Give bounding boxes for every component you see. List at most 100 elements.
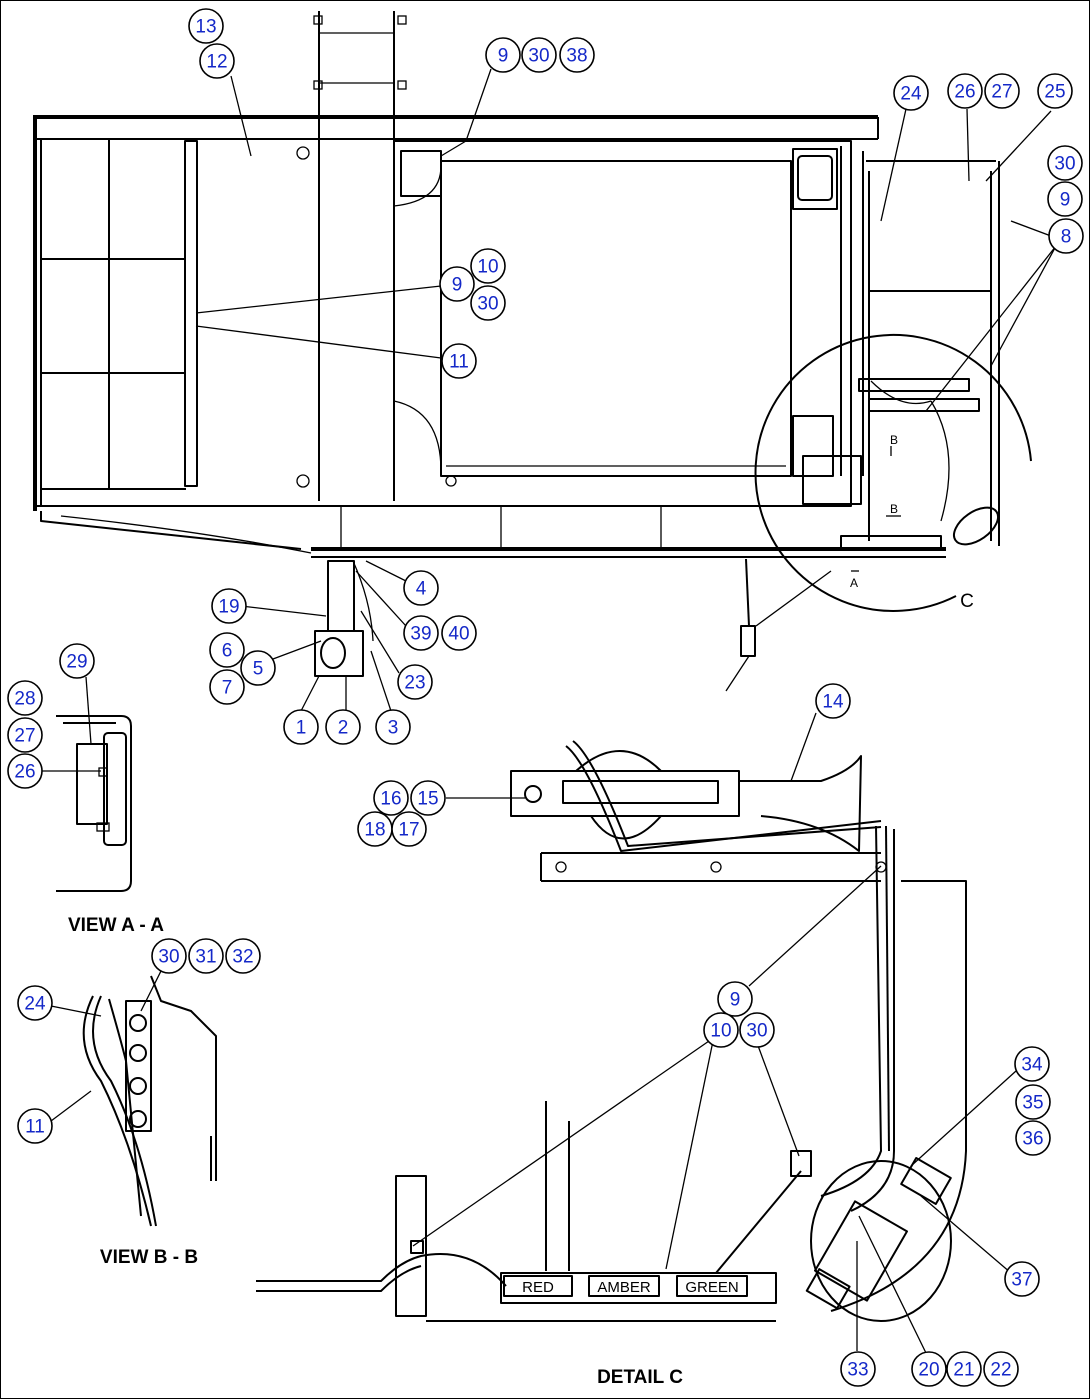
callout-circle bbox=[7, 753, 43, 789]
callout-5: 5 bbox=[240, 650, 276, 686]
callout-number: 24 bbox=[900, 84, 922, 105]
detail-c-drawing bbox=[256, 825, 967, 1322]
callout-circle bbox=[240, 650, 276, 686]
callout-40: 40 bbox=[441, 615, 477, 651]
callout-circle bbox=[815, 683, 851, 719]
lamp-assembly bbox=[510, 740, 887, 882]
callout-38: 38 bbox=[559, 37, 595, 73]
lamp-label-red: RED bbox=[522, 1279, 554, 1296]
callout-24a: 24 bbox=[893, 75, 929, 111]
callout-number: 15 bbox=[417, 789, 438, 810]
callout-9c: 9 bbox=[439, 266, 475, 302]
callout-circle bbox=[1048, 218, 1084, 254]
callout-32: 32 bbox=[225, 938, 261, 974]
callout-30b: 30 bbox=[1047, 145, 1083, 181]
callout-30a: 30 bbox=[521, 37, 557, 73]
callout-circle bbox=[946, 1351, 982, 1387]
callout-26a: 26 bbox=[947, 73, 983, 109]
callout-number: 11 bbox=[449, 352, 469, 373]
callout-number: 30 bbox=[158, 947, 179, 968]
section-mark-a: A bbox=[850, 576, 858, 590]
callout-number: 27 bbox=[991, 82, 1012, 103]
callout-circle bbox=[1047, 181, 1083, 217]
callout-number: 10 bbox=[477, 257, 498, 278]
callout-circle bbox=[1015, 1084, 1051, 1120]
callout-circle bbox=[441, 343, 477, 379]
callout-9d: 9 bbox=[717, 981, 753, 1017]
view-aa-label: VIEW A - A bbox=[68, 915, 164, 936]
callout-15: 15 bbox=[410, 780, 446, 816]
callout-circle bbox=[7, 717, 43, 753]
callout-number: 12 bbox=[206, 52, 227, 73]
callout-number: 37 bbox=[1011, 1270, 1032, 1291]
callout-number: 2 bbox=[338, 718, 349, 739]
callout-17: 17 bbox=[391, 811, 427, 847]
callout-number: 36 bbox=[1022, 1129, 1043, 1150]
callout-7: 7 bbox=[209, 669, 245, 705]
callout-22: 22 bbox=[983, 1351, 1019, 1387]
callout-circle bbox=[470, 248, 506, 284]
callout-circle bbox=[7, 680, 43, 716]
callout-circle bbox=[1015, 1120, 1051, 1156]
callout-circle bbox=[283, 709, 319, 745]
callout-circle bbox=[209, 669, 245, 705]
callout-number: 7 bbox=[222, 678, 233, 699]
lamp-label-amber: AMBER bbox=[597, 1279, 651, 1296]
callout-circle bbox=[410, 780, 446, 816]
callout-circle bbox=[559, 37, 595, 73]
callout-23: 23 bbox=[397, 664, 433, 700]
callout-number: 20 bbox=[918, 1360, 939, 1381]
callout-9b: 9 bbox=[1047, 181, 1083, 217]
callout-28: 28 bbox=[7, 680, 43, 716]
callout-circle bbox=[59, 643, 95, 679]
callout-number: 13 bbox=[195, 17, 216, 38]
callout-number: 5 bbox=[253, 659, 264, 680]
callout-number: 32 bbox=[232, 947, 253, 968]
callout-circle bbox=[840, 1351, 876, 1387]
callout-number: 14 bbox=[822, 692, 844, 713]
callout-circle bbox=[151, 938, 187, 974]
callout-34: 34 bbox=[1014, 1046, 1050, 1082]
callout-number: 39 bbox=[410, 624, 431, 645]
callout-number: 34 bbox=[1021, 1055, 1043, 1076]
callout-14: 14 bbox=[815, 683, 851, 719]
callout-circle bbox=[911, 1351, 947, 1387]
callout-circle bbox=[984, 73, 1020, 109]
lamp-label-green: GREEN bbox=[685, 1279, 738, 1296]
callout-number: 30 bbox=[528, 46, 549, 67]
callout-circle bbox=[17, 1108, 53, 1144]
callout-37: 37 bbox=[1004, 1261, 1040, 1297]
callout-number: 9 bbox=[498, 46, 509, 67]
callout-number: 33 bbox=[847, 1360, 868, 1381]
leader-lines bbox=[39, 68, 1057, 1354]
callout-24b: 24 bbox=[17, 985, 53, 1021]
callout-circle bbox=[1047, 145, 1083, 181]
callout-circle bbox=[441, 615, 477, 651]
view-aa-drawing bbox=[56, 715, 132, 892]
callout-number: 19 bbox=[218, 597, 239, 618]
callout-circle bbox=[209, 632, 245, 668]
callout-11a: 11 bbox=[441, 343, 477, 379]
callout-number: 35 bbox=[1022, 1093, 1043, 1114]
callout-circle bbox=[188, 8, 224, 44]
callout-39: 39 bbox=[403, 615, 439, 651]
callout-number: 9 bbox=[452, 275, 463, 296]
callout-circle bbox=[403, 615, 439, 651]
callout-number: 27 bbox=[14, 726, 35, 747]
callout-18: 18 bbox=[357, 811, 393, 847]
section-mark-b: B bbox=[890, 433, 898, 447]
callout-27b: 27 bbox=[7, 717, 43, 753]
callout-6: 6 bbox=[209, 632, 245, 668]
callout-circle bbox=[703, 1012, 739, 1048]
callout-number: 30 bbox=[477, 294, 498, 315]
callout-number: 21 bbox=[953, 1360, 974, 1381]
callout-circle bbox=[1014, 1046, 1050, 1082]
callout-30c: 30 bbox=[470, 285, 506, 321]
callout-circle bbox=[325, 709, 361, 745]
callout-31: 31 bbox=[188, 938, 224, 974]
callout-21: 21 bbox=[946, 1351, 982, 1387]
callout-19: 19 bbox=[211, 588, 247, 624]
